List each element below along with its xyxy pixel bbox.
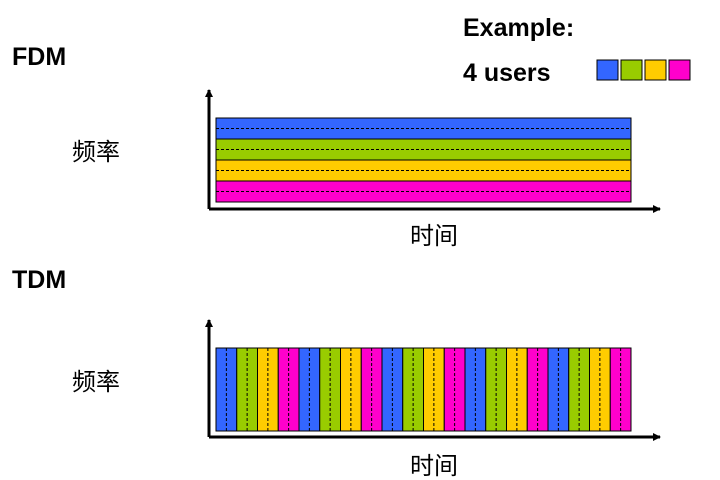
fdm-bands [215, 117, 632, 203]
legend-swatch-user-4 [668, 59, 691, 81]
legend-title: Example: [463, 14, 575, 42]
fdm-title: FDM [12, 43, 67, 71]
legend-swatch-user-3 [644, 59, 667, 81]
fdm-y-axis-label: 频率 [72, 138, 120, 166]
legend-swatch-user-1 [596, 59, 619, 81]
fdm-panel [205, 89, 661, 213]
fdm-band-outline [215, 117, 632, 203]
tdm-panel [205, 319, 661, 441]
legend-users-label: 4 users [463, 59, 551, 87]
legend-swatch-user-2 [620, 59, 643, 81]
fdm-x-axis-label: 时间 [410, 222, 458, 250]
tdm-x-axis-label: 时间 [410, 452, 458, 480]
tdm-title: TDM [12, 266, 67, 294]
tdm-slots [215, 347, 632, 432]
tdm-y-axis-label: 频率 [72, 368, 120, 396]
legend-swatches [596, 59, 691, 81]
